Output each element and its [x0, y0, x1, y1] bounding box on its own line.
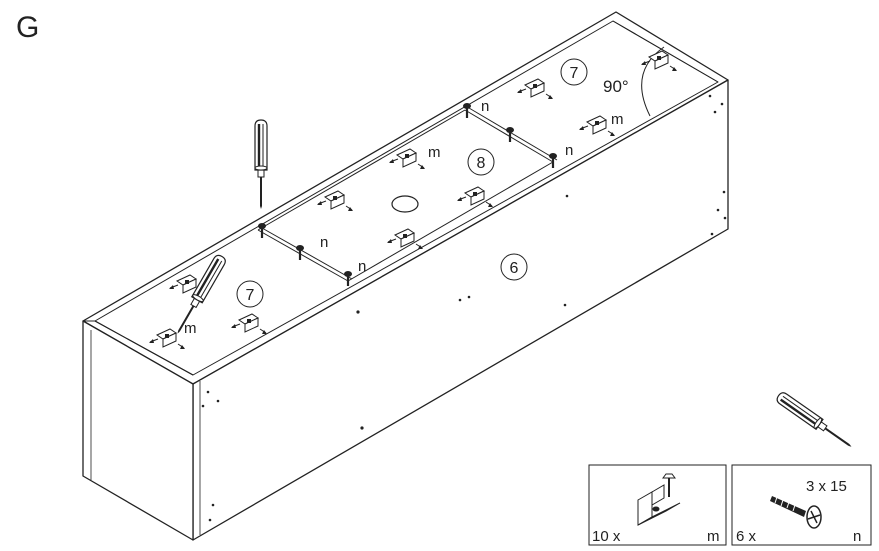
bracket-icon — [637, 473, 681, 526]
letter-n: n — [481, 98, 489, 115]
fastener-letters: m m m n n n n — [184, 98, 624, 337]
cabinet-body — [82, 11, 729, 541]
screw-letter: n — [853, 528, 861, 545]
letter-n: n — [320, 234, 328, 251]
screwdriver-icon — [773, 389, 857, 453]
parts-box-screw: 3 x 15 6 x n — [731, 464, 872, 546]
screwdriver-icon — [253, 118, 269, 211]
letter-m: m — [611, 111, 624, 128]
step-label: G — [16, 11, 39, 44]
letter-m: m — [184, 320, 197, 337]
panel-label-front: 6 — [500, 253, 528, 281]
angle-label: 90° — [603, 77, 629, 96]
screw-size: 3 x 15 — [806, 478, 847, 495]
screw-icon — [770, 496, 822, 529]
svg-text:7: 7 — [246, 287, 255, 304]
panel-label-middle: 8 — [467, 148, 495, 176]
svg-text:8: 8 — [477, 155, 486, 172]
panel-label-left: 7 — [236, 280, 264, 308]
letter-n: n — [358, 258, 366, 275]
panel-label-right: 7 — [560, 58, 588, 86]
pre-drilled-holes — [201, 94, 727, 522]
bracket-count: 10 x — [592, 528, 621, 545]
letter-m: m — [428, 144, 441, 161]
parts-box-bracket: 10 x m — [588, 464, 727, 546]
svg-text:6: 6 — [510, 260, 519, 277]
letter-n: n — [565, 142, 573, 159]
bracket-letter: m — [707, 528, 720, 545]
screw-count: 6 x — [736, 528, 757, 545]
svg-text:7: 7 — [570, 65, 579, 82]
